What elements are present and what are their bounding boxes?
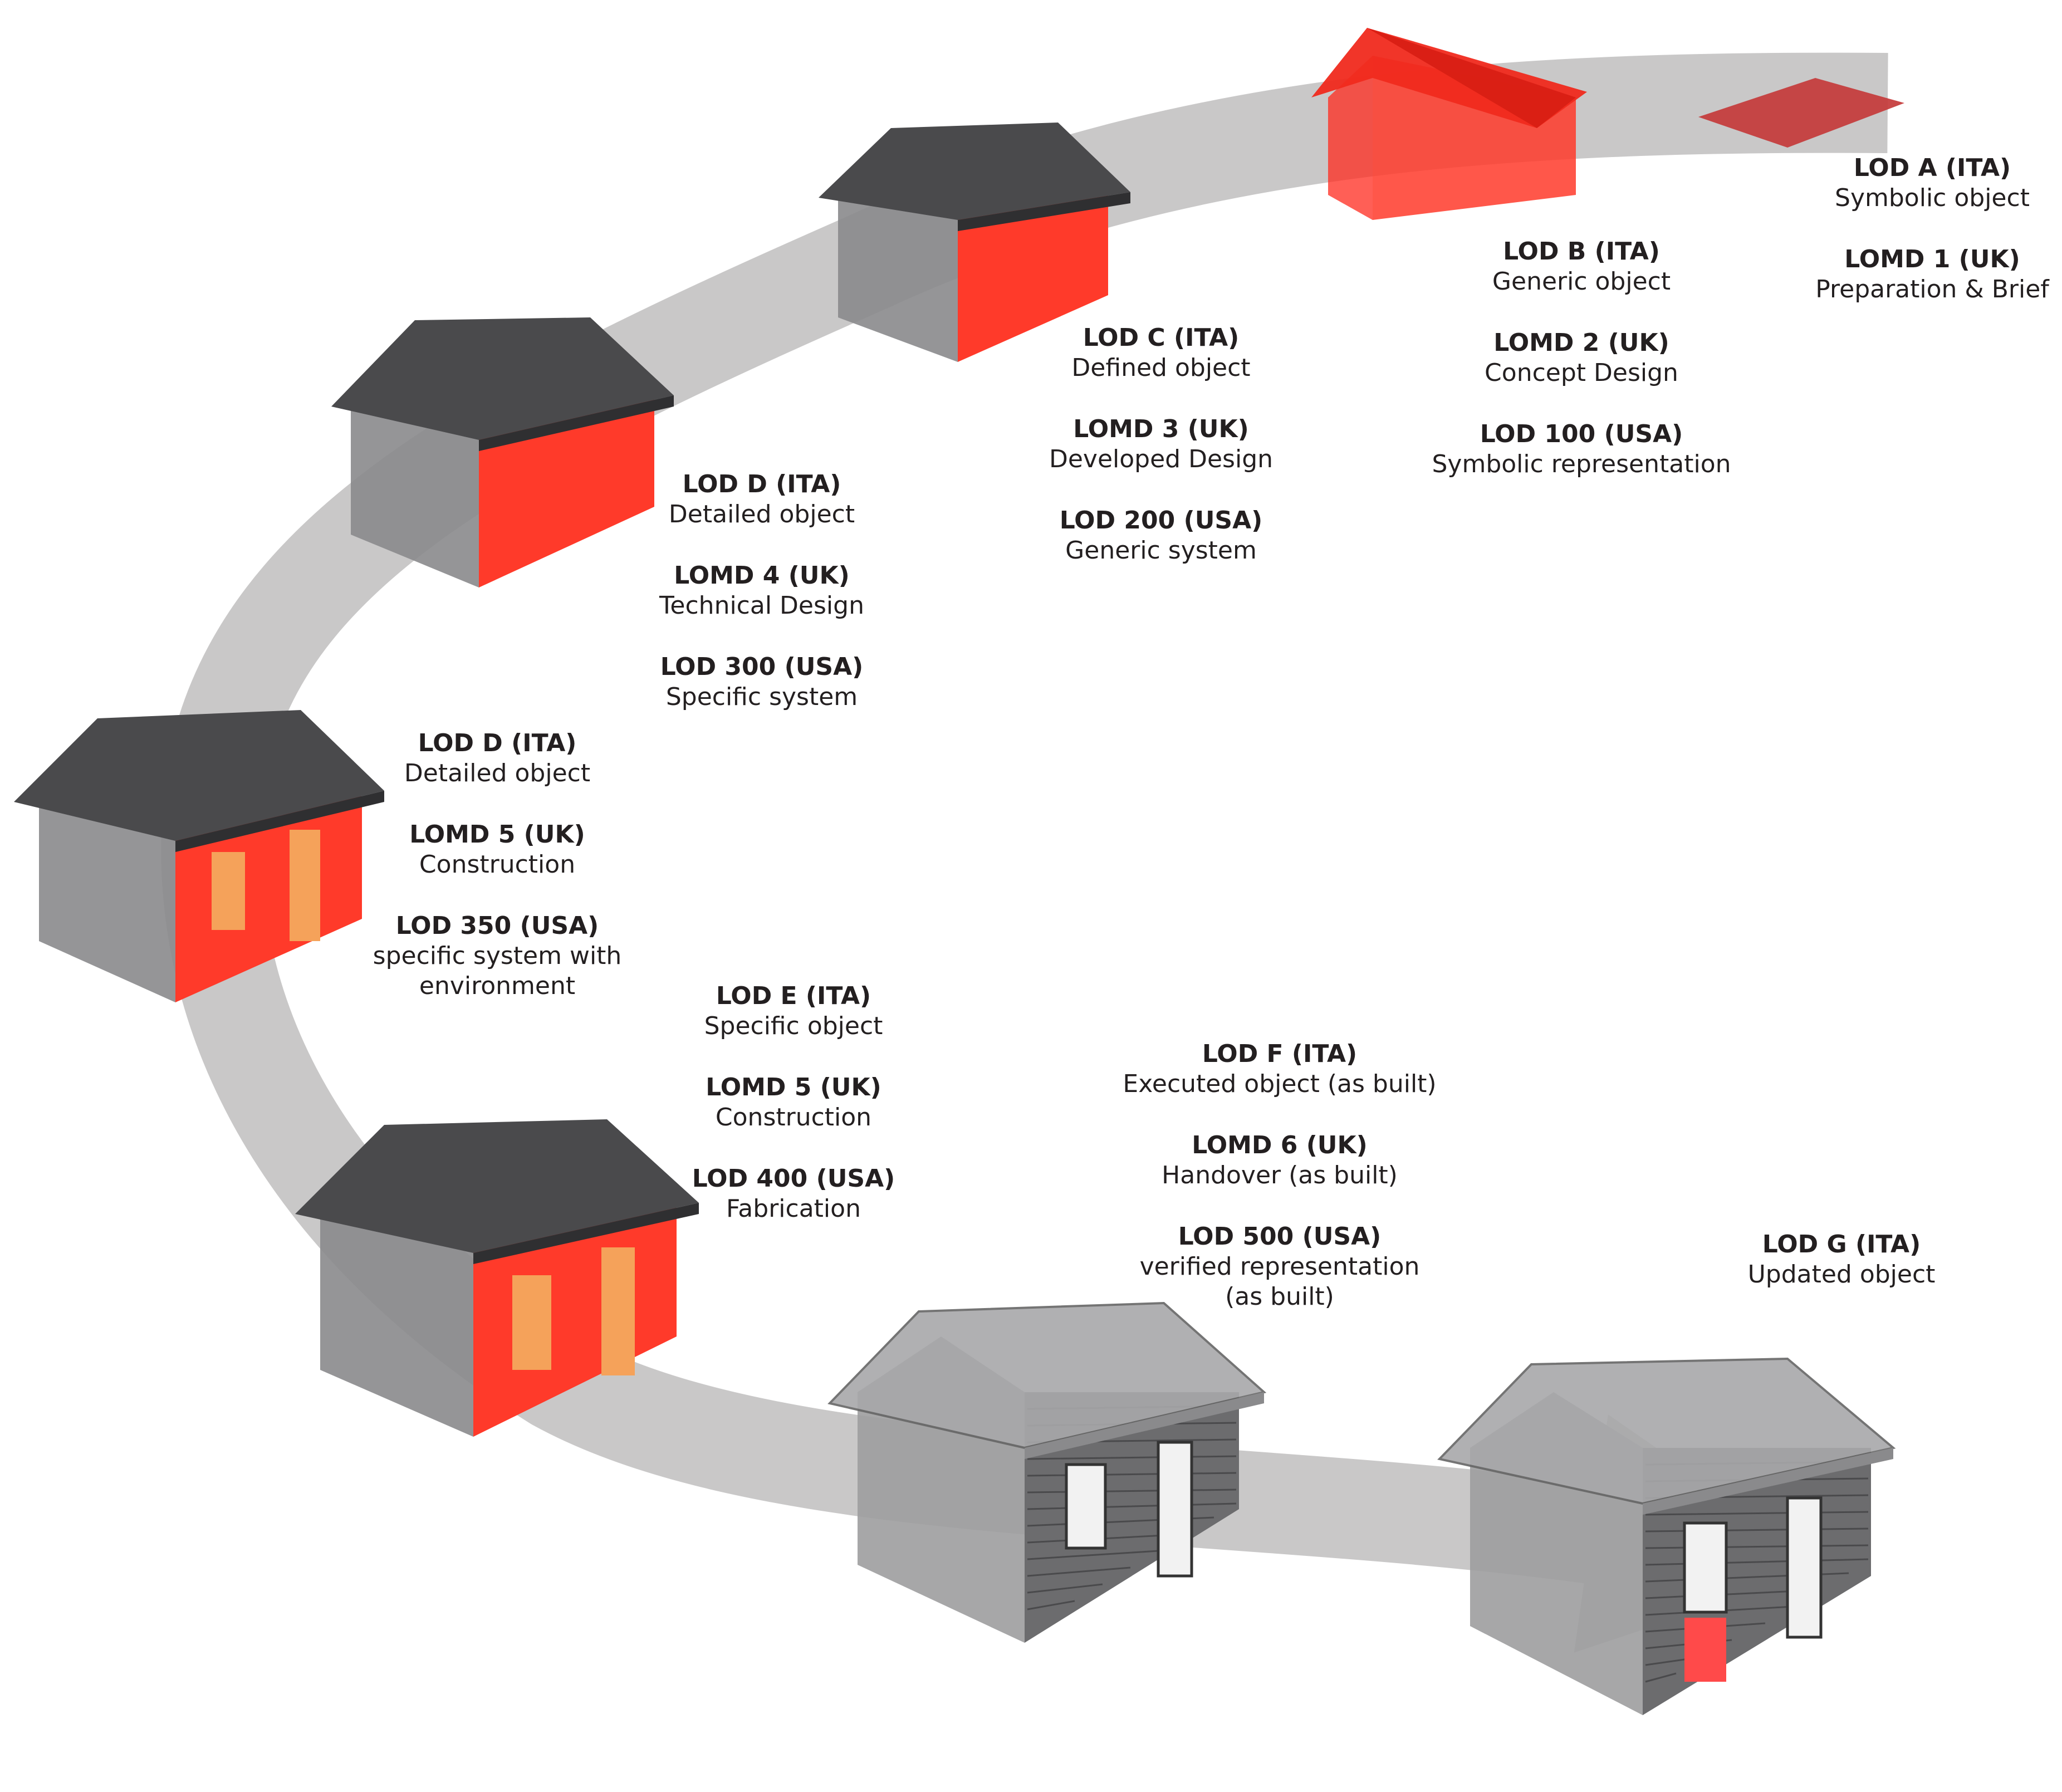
door-opening [290,830,320,941]
label-line: LOMD 5 (UK) Construction [366,820,628,880]
label-line: LOD A (ITA) Symbolic object [1815,153,2049,213]
lod-description: Symbolic representation [1432,450,1731,478]
label-line: LOMD 4 (UK) Technical Design [659,561,864,621]
house-lod-g [1437,1357,1896,1715]
lod-description: Detailed object [668,500,855,528]
house-lod-c [819,123,1130,362]
lod-description: Fabrication [726,1194,861,1223]
lod-code: LOD 200 (USA) [1059,506,1263,535]
label-line: LOD D (ITA) Detailed object [366,728,628,789]
lod-description: Generic object [1492,267,1671,296]
label-line: LOD B (ITA) Generic object [1432,237,1731,297]
window-opening [212,852,245,930]
stage-label-lod-g: LOD G (ITA) Updated object [1748,1230,1936,1290]
lod-code: LOD 350 (USA) [395,912,599,940]
lod-code: LOD D (ITA) [418,729,577,757]
lod-description: Updated object [1747,1260,1936,1289]
lod-description: Executed object (as built) [1123,1070,1437,1098]
lod-code: LOD C (ITA) [1083,324,1240,352]
lod-description: Developed Design [1049,445,1274,473]
stage-label-lod-f: LOD F (ITA) Executed object (as built) L… [1123,1039,1436,1312]
lod-code: LOMD 5 (UK) [409,820,585,849]
label-line: LOD G (ITA) Updated object [1748,1230,1936,1290]
lod-code: LOMD 3 (UK) [1073,415,1249,443]
door [1786,1496,1823,1639]
lod-description: Detailed object [404,759,591,787]
stage-label-lod-a: LOD A (ITA) Symbolic object LOMD 1 (UK) … [1815,153,2049,305]
lod-code: LOMD 4 (UK) [674,561,850,590]
label-line: LOMD 1 (UK) Preparation & Brief [1815,244,2049,305]
stage-label-lod-c: LOD C (ITA) Defined object LOMD 3 (UK) D… [1049,323,1273,566]
label-line: LOD F (ITA) Executed object (as built) [1123,1039,1436,1099]
lod-description: Generic system [1065,536,1257,565]
lod-code: LOD 300 (USA) [660,653,864,681]
window [1683,1521,1728,1614]
lod-description: Concept Design [1485,359,1678,387]
label-line: LOD 200 (USA) Generic system [1049,506,1273,566]
label-line: LOMD 6 (UK) Handover (as built) [1123,1130,1436,1191]
stage-label-lod-e: LOD E (ITA) Specific object LOMD 5 (UK) … [692,981,895,1224]
lod-code: LOD B (ITA) [1503,237,1660,266]
door [1157,1441,1193,1578]
label-line: LOMD 2 (UK) Concept Design [1432,328,1731,388]
lod-description: Defined object [1071,354,1251,382]
lod-code: LOD E (ITA) [716,982,871,1010]
lod-description: Handover (as built) [1162,1161,1398,1189]
label-line: LOMD 5 (UK) Construction [692,1073,895,1133]
lod-code: LOD 400 (USA) [692,1164,895,1193]
lod-description: Preparation & Brief [1815,275,2049,303]
label-line: LOD 350 (USA) specific system with envir… [366,911,628,1001]
lod-description: verified representation (as built) [1139,1252,1420,1311]
house-lod-f [827,1301,1267,1643]
lod-code: LOD D (ITA) [682,470,841,498]
lod-code: LOD 500 (USA) [1178,1222,1382,1251]
lod-description: specific system with environment [373,942,622,1000]
house-lod-b [1311,28,1587,220]
label-line: LOD D (ITA) Detailed object [659,469,864,530]
house-lod-d2 [14,710,384,1002]
label-line: LOD 500 (USA) verified representation (a… [1123,1222,1436,1312]
house-lod-d1 [331,317,674,587]
label-line: LOD 100 (USA) Symbolic representation [1432,419,1731,479]
stage-label-lod-b: LOD B (ITA) Generic object LOMD 2 (UK) C… [1432,237,1731,479]
window-opening [512,1275,551,1370]
lod-description: Symbolic object [1835,184,2030,212]
lod-code: LOMD 1 (UK) [1844,245,2020,273]
stage-label-lod-d2: LOD D (ITA) Detailed object LOMD 5 (UK) … [366,728,628,1001]
label-line: LOD E (ITA) Specific object [692,981,895,1041]
symbolic-object-slab [1698,78,1904,148]
lod-code: LOD F (ITA) [1202,1040,1358,1068]
lod-code: LOMD 2 (UK) [1493,329,1669,357]
label-line: LOD C (ITA) Defined object [1049,323,1273,383]
lod-description: Specific object [704,1012,883,1040]
window [1065,1463,1107,1550]
lod-code: LOD 100 (USA) [1480,420,1683,448]
lod-code: LOMD 5 (UK) [706,1073,881,1101]
stage-label-lod-d1: LOD D (ITA) Detailed object LOMD 4 (UK) … [659,469,864,712]
lod-description: Specific system [665,683,858,711]
lod-description: Technical Design [659,591,864,620]
lod-description: Construction [419,850,576,879]
updated-element [1684,1618,1726,1682]
lod-code: LOD G (ITA) [1762,1230,1921,1259]
lod-code: LOD A (ITA) [1853,154,2011,182]
door-opening [601,1247,635,1375]
house-lod-e [295,1119,699,1437]
label-line: LOD 400 (USA) Fabrication [692,1164,895,1224]
label-line: LOMD 3 (UK) Developed Design [1049,414,1273,474]
label-line: LOD 300 (USA) Specific system [659,652,864,712]
lod-code: LOMD 6 (UK) [1192,1131,1368,1159]
lod-description: Construction [715,1103,872,1132]
